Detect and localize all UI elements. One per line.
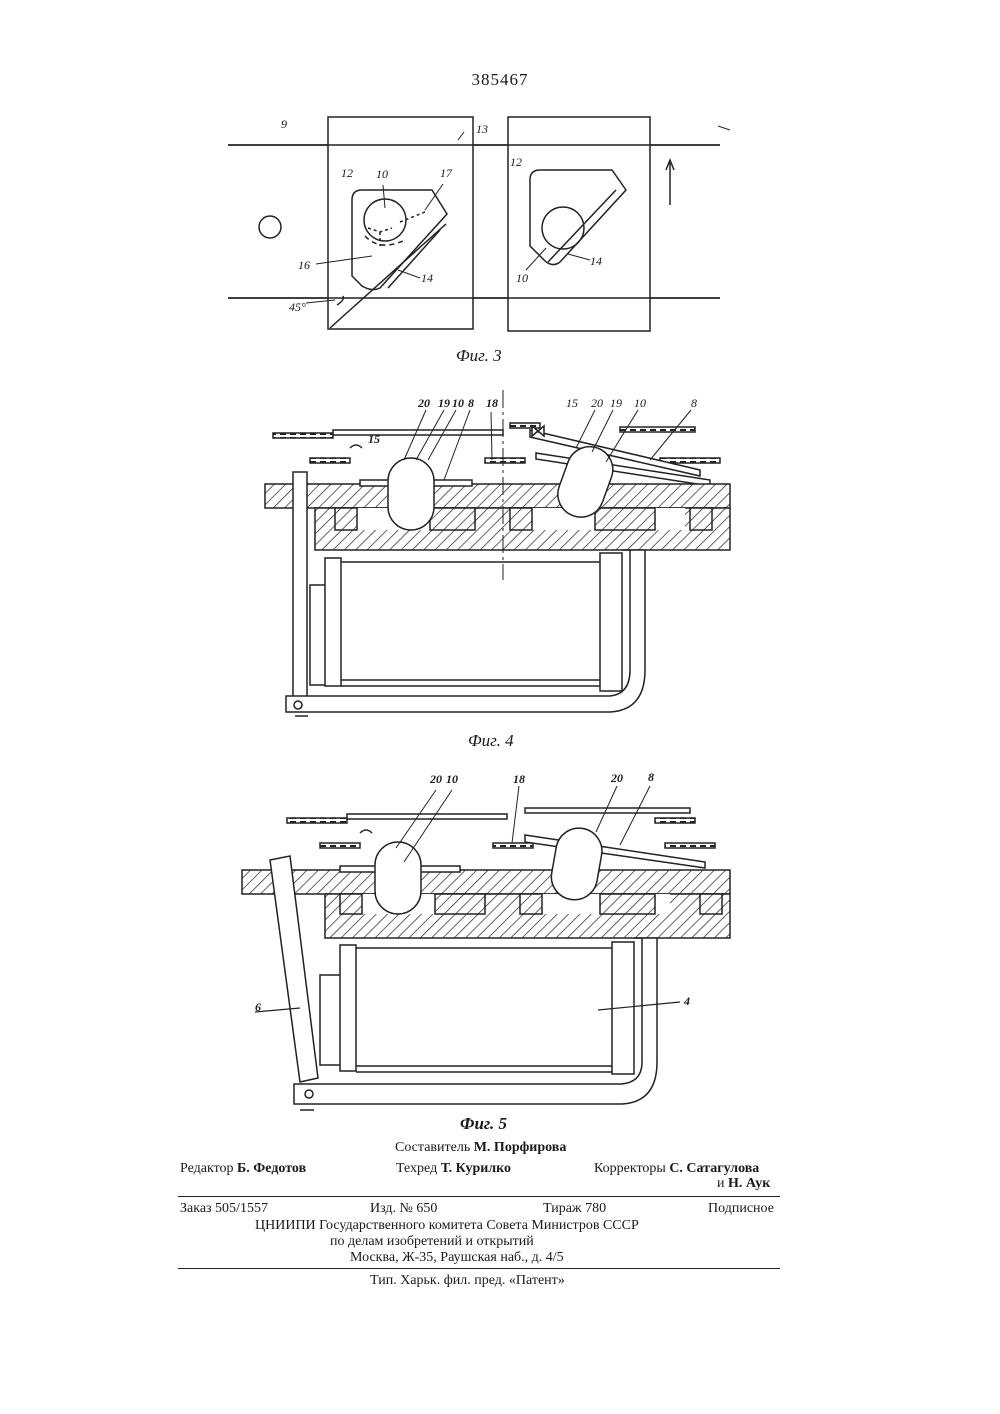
order-number: Заказ 505/1557 (180, 1201, 268, 1217)
fig3-label-14: 14 (421, 271, 433, 286)
corrector-2-line: и Н. Аук (717, 1176, 770, 1192)
correctors-line: Корректоры С. Сатагулова (594, 1161, 759, 1177)
divider-bottom (178, 1268, 780, 1269)
fig4-label-19-right: 19 (610, 396, 622, 411)
printer: Тип. Харьк. фил. пред. «Патент» (370, 1273, 565, 1289)
figure-3-drawing (228, 117, 730, 331)
fig3-label-16: 16 (298, 258, 310, 273)
compiler-name: М. Порфирова (474, 1140, 567, 1155)
editor-label: Редактор (180, 1161, 234, 1176)
org-line-2: по делам изобретений и открытий (330, 1234, 534, 1250)
fig3-label-10: 10 (376, 167, 388, 182)
fig3-label-14-right: 14 (590, 254, 602, 269)
figure-5-drawing (242, 808, 730, 1110)
compiler-line: Составитель М. Порфирова (395, 1140, 566, 1156)
editor-line: Редактор Б. Федотов (180, 1161, 306, 1177)
fig4-label-8-right: 8 (691, 396, 697, 411)
techred-label: Техред (396, 1161, 437, 1176)
fig4-label-10-right: 10 (634, 396, 646, 411)
techred-name: Т. Курилко (441, 1161, 511, 1176)
fig4-label-15-left: 15 (368, 432, 380, 447)
fig5-label-18: 18 (513, 772, 525, 787)
fig5-label-20-right: 20 (611, 771, 623, 786)
subscription: Подписное (708, 1201, 774, 1217)
fig3-caption: Фиг. 3 (456, 346, 502, 366)
fig3-label-12: 12 (341, 166, 353, 181)
fig5-caption: Фиг. 5 (460, 1114, 507, 1134)
fig5-label-4: 4 (684, 994, 690, 1009)
fig4-label-19: 19 (438, 396, 450, 411)
correctors-label: Корректоры (594, 1161, 666, 1176)
editor-name: Б. Федотов (237, 1161, 306, 1176)
fig4-label-15-right: 15 (566, 396, 578, 411)
corrector-2: Н. Аук (728, 1176, 770, 1191)
compiler-label: Составитель (395, 1140, 470, 1155)
fig5-label-6: 6 (255, 1000, 261, 1015)
fig3-label-17: 17 (440, 166, 452, 181)
fig4-label-20-right: 20 (591, 396, 603, 411)
figure-4-drawing (265, 390, 730, 716)
divider-top (178, 1196, 780, 1197)
techred-line: Техред Т. Курилко (396, 1161, 511, 1177)
fig3-label-10-right: 10 (516, 271, 528, 286)
fig5-label-20: 20 (430, 772, 442, 787)
org-line-1: ЦНИИПИ Государственного комитета Совета … (255, 1218, 639, 1234)
corrector-2-prefix: и (717, 1176, 725, 1191)
fig4-label-20: 20 (418, 396, 430, 411)
fig3-label-13: 13 (476, 122, 488, 137)
address: Москва, Ж-35, Раушская наб., д. 4/5 (350, 1250, 564, 1266)
circulation: Тираж 780 (543, 1201, 606, 1217)
fig5-label-10: 10 (446, 772, 458, 787)
fig3-label-9: 9 (281, 117, 287, 132)
fig4-label-18: 18 (486, 396, 498, 411)
fig5-label-8: 8 (648, 770, 654, 785)
fig4-caption: Фиг. 4 (468, 731, 514, 751)
fig3-label-45deg: 45° (289, 300, 306, 315)
edition-number: Изд. № 650 (370, 1201, 437, 1217)
fig4-label-10: 10 (452, 396, 464, 411)
fig3-label-12-right: 12 (510, 155, 522, 170)
fig4-label-8: 8 (468, 396, 474, 411)
corrector-1: С. Сатагулова (669, 1161, 759, 1176)
